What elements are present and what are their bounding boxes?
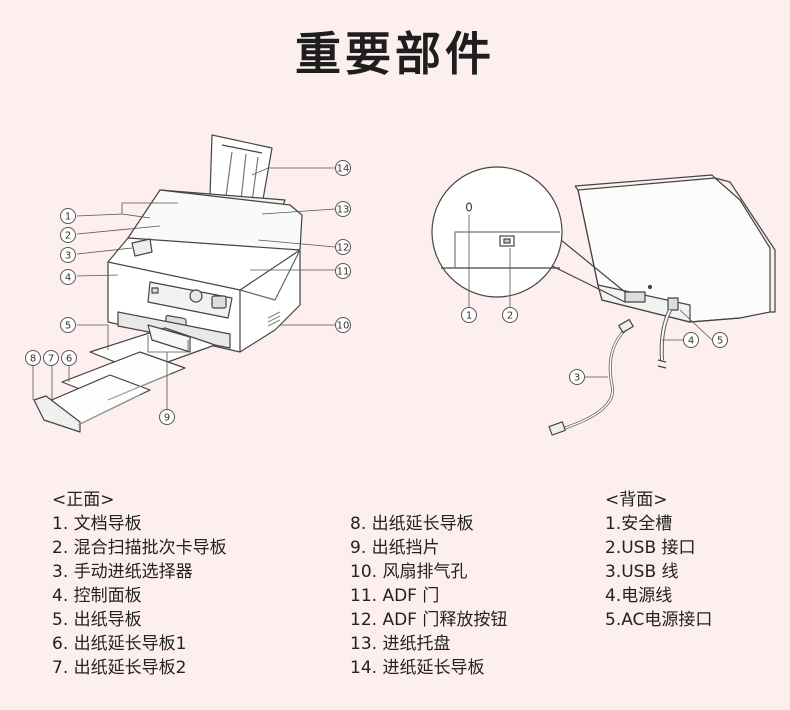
front-callout-13: 13 [335, 201, 351, 217]
legend-item: 3. 手动进纸选择器 [52, 562, 193, 582]
back-leader-lines [468, 215, 713, 378]
front-callout-12: 12 [335, 239, 351, 255]
svg-text:7: 7 [48, 354, 54, 365]
svg-text:13: 13 [337, 205, 350, 216]
page-title: 重要部件 [295, 27, 495, 81]
scanner-illustration: 1 2 3 4 5 6 7 8 9 10 11 12 13 14 1 2 3 4… [25, 134, 776, 436]
legend-item: 2.USB 接口 [605, 538, 696, 558]
front-callout-4: 4 [60, 269, 76, 285]
legend-back-heading: <背面> [605, 490, 668, 510]
svg-text:3: 3 [574, 373, 580, 384]
legend-item: 5. 出纸导板 [52, 610, 142, 630]
front-callout-3: 3 [60, 247, 76, 263]
legend-item: 14. 进纸延长导板 [350, 658, 485, 678]
legend-item: 7. 出纸延长导板2 [52, 658, 187, 678]
output-stopper [147, 324, 191, 353]
zoom-detail [431, 166, 626, 303]
scanner-back-view [548, 174, 776, 436]
back-callout-1: 1 [461, 307, 477, 323]
front-callout-11: 11 [335, 263, 351, 279]
svg-text:10: 10 [337, 321, 350, 332]
legend-item: 2. 混合扫描批次卡导板 [52, 538, 227, 558]
legend-item: 8. 出纸延长导板 [350, 514, 474, 534]
svg-text:2: 2 [507, 311, 513, 322]
front-callout-7: 7 [43, 350, 59, 366]
back-callout-4: 4 [683, 332, 699, 348]
front-callout-8: 8 [25, 350, 41, 366]
back-callout-5: 5 [712, 332, 728, 348]
output-extension-end [33, 395, 81, 433]
front-callout-5: 5 [60, 317, 76, 333]
legend-front-col1: <正面> 1. 文档导板 2. 混合扫描批次卡导板 3. 手动进纸选择器 4. … [52, 488, 227, 680]
svg-text:12: 12 [337, 243, 350, 254]
back-callout-2: 2 [502, 307, 518, 323]
legend-item: 9. 出纸挡片 [350, 538, 440, 558]
legend-item: 13. 进纸托盘 [350, 634, 451, 654]
front-leader-lines [32, 167, 336, 410]
legend-front-col2: 8. 出纸延长导板 9. 出纸挡片 10. 风扇排气孔 11. ADF 门 12… [350, 512, 507, 680]
legend-item: 3.USB 线 [605, 562, 679, 582]
front-callout-14: 14 [335, 160, 351, 176]
control-panel [147, 281, 233, 319]
svg-text:5: 5 [65, 321, 71, 332]
svg-text:8: 8 [30, 354, 36, 365]
front-callout-6: 6 [61, 350, 77, 366]
svg-text:1: 1 [65, 212, 71, 223]
front-callouts: 1 2 3 4 5 6 7 8 9 10 11 12 13 14 [25, 160, 351, 425]
legend-item: 4.电源线 [605, 586, 673, 606]
legend-item: 1. 文档导板 [52, 514, 142, 534]
manual-feed-selector [131, 238, 153, 257]
scanner-front-view [33, 134, 303, 433]
front-callout-9: 9 [159, 409, 175, 425]
legend-item: 10. 风扇排气孔 [350, 562, 468, 582]
svg-text:5: 5 [717, 336, 723, 347]
legend-item: 11. ADF 门 [350, 586, 440, 606]
svg-text:1: 1 [466, 311, 472, 322]
front-callout-1: 1 [60, 208, 76, 224]
legend-item: 5.AC电源接口 [605, 610, 713, 630]
svg-text:6: 6 [66, 354, 72, 365]
legend-back: <背面> 1.安全槽 2.USB 接口 3.USB 线 4.电源线 5.AC电源… [605, 488, 712, 632]
svg-text:2: 2 [65, 231, 71, 242]
legend-item: 12. ADF 门释放按钮 [350, 610, 508, 630]
legend-item: 1.安全槽 [605, 514, 673, 534]
svg-text:11: 11 [337, 267, 350, 278]
legend-item: 6. 出纸延长导板1 [52, 634, 187, 654]
svg-text:3: 3 [65, 251, 71, 262]
svg-text:14: 14 [337, 164, 350, 175]
back-callouts: 1 2 3 4 5 [461, 307, 728, 385]
legend-front-heading: <正面> [52, 490, 115, 510]
svg-text:4: 4 [65, 273, 71, 284]
back-callout-3: 3 [569, 369, 585, 385]
front-callout-10: 10 [335, 317, 351, 333]
svg-text:9: 9 [164, 413, 170, 424]
svg-text:4: 4 [688, 336, 694, 347]
legend-item: 4. 控制面板 [52, 586, 142, 606]
front-callout-2: 2 [60, 227, 76, 243]
